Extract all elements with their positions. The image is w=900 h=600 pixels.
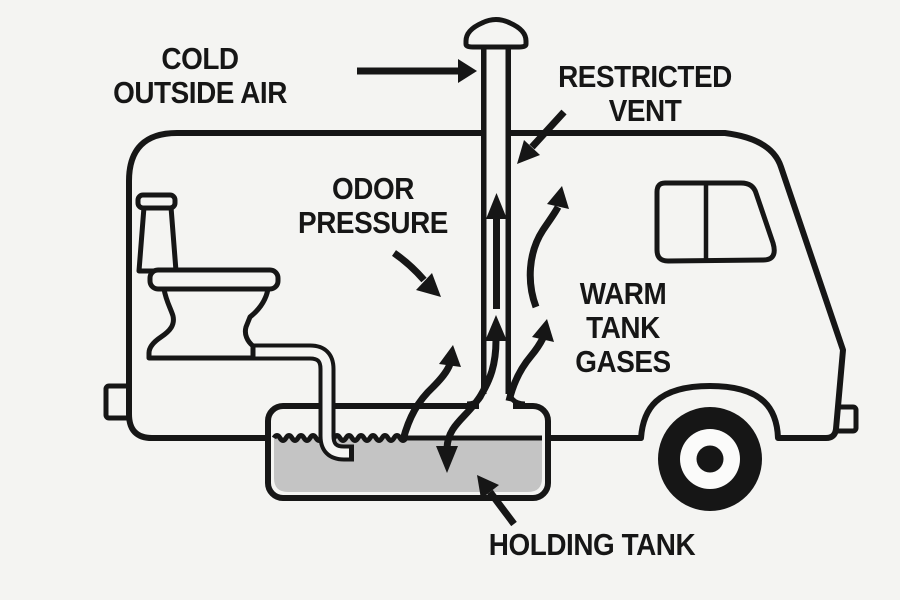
rv-front-window — [654, 180, 777, 264]
label-restricted-vent: RESTRICTED VENT — [558, 59, 732, 128]
label-odor-pressure: ODOR PRESSURE — [298, 171, 448, 240]
vent-cap — [463, 17, 529, 50]
restricted-vent-pointer-arrow — [517, 109, 567, 164]
toilet — [135, 192, 281, 361]
label-warm-tank-gases: WARM TANK GASES — [575, 276, 671, 379]
holding-tank — [265, 403, 551, 501]
tank-liquid — [274, 435, 542, 492]
tank-gas-curve-arrow-right-upper — [526, 186, 569, 309]
rv-wheel — [658, 407, 762, 511]
holding-tank-pointer-arrow — [477, 475, 517, 527]
odor-pressure-pointer-arrow — [392, 250, 441, 297]
label-cold-outside-air: COLD OUTSIDE AIR — [113, 41, 287, 110]
tank-gas-curve-arrow-right-lower — [505, 319, 554, 402]
toilet-bowl — [146, 286, 271, 361]
vent-pipe-right-wall — [505, 42, 511, 394]
liquid-surface-line — [271, 433, 542, 443]
vent-pipe-up-arrow-upper — [486, 193, 507, 309]
downdraft-into-tank-arrow — [436, 446, 458, 473]
toilet-seat — [147, 267, 281, 292]
toilet-cistern-lid — [135, 192, 178, 211]
vent-pipe-left-wall — [481, 42, 487, 394]
tank-gas-curve-arrow-left — [399, 345, 461, 441]
vent-pipe-up-arrow-lower — [443, 315, 507, 449]
cold-air-flow-arrow — [357, 59, 477, 83]
wheel-hub — [696, 445, 724, 473]
toilet-cistern — [136, 204, 179, 274]
label-holding-tank: HOLDING TANK — [488, 527, 696, 562]
toilet-drain-pipe — [250, 343, 354, 462]
arrows — [357, 59, 569, 527]
